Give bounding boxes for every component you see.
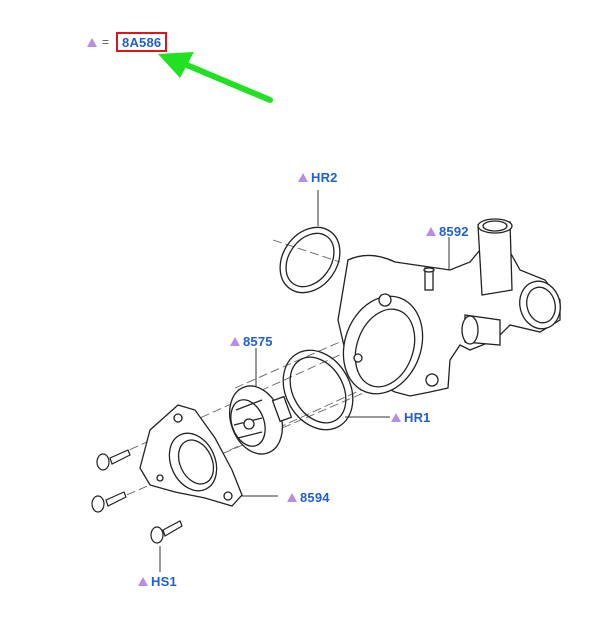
triangle-icon: [298, 173, 308, 182]
triangle-icon: [230, 337, 240, 346]
thermostat-housing-8592: [337, 218, 561, 397]
outlet-flange-8594: [139, 404, 243, 507]
triangle-icon: [426, 227, 436, 236]
part-code-header: = 8A586: [87, 32, 168, 52]
part-code-link[interactable]: 8A586: [116, 32, 168, 52]
green-arrow-icon: [158, 52, 273, 103]
screw-lower: [91, 491, 127, 513]
callout-label[interactable]: HR2: [311, 170, 338, 185]
callout-label[interactable]: HS1: [151, 574, 177, 589]
triangle-icon: [138, 577, 148, 586]
callout-hr1[interactable]: HR1: [391, 410, 431, 425]
gasket-hr1: [282, 349, 354, 431]
callout-8592[interactable]: 8592: [426, 224, 469, 239]
callout-hr2[interactable]: HR2: [298, 170, 338, 185]
o-ring-hr2: [279, 226, 341, 294]
screw-upper: [96, 449, 131, 471]
callout-8594[interactable]: 8594: [287, 490, 330, 505]
callout-label[interactable]: 8594: [300, 490, 330, 505]
thermostat-8575: [228, 385, 293, 455]
triangle-icon: [87, 37, 97, 47]
callout-label[interactable]: HR1: [404, 410, 431, 425]
triangle-icon: [391, 413, 401, 422]
callout-label[interactable]: 8575: [243, 334, 273, 349]
screw-hs1: [150, 520, 183, 544]
callout-hs1[interactable]: HS1: [138, 574, 177, 589]
callout-label[interactable]: 8592: [439, 224, 469, 239]
equals-sign: =: [102, 35, 110, 49]
leader-lines: [159, 190, 450, 572]
callout-8575[interactable]: 8575: [230, 334, 273, 349]
triangle-icon: [287, 493, 297, 502]
